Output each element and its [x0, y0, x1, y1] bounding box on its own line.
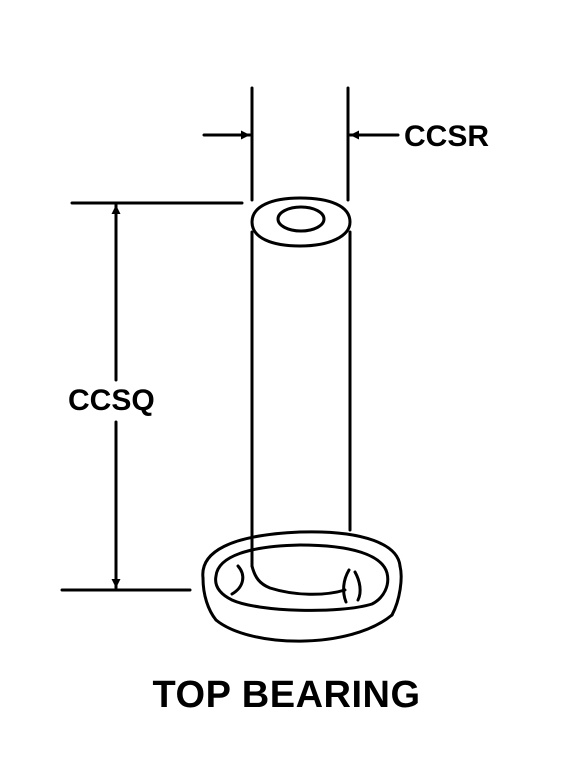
bearing-bore	[276, 205, 326, 233]
dimension-label-ccsr: CCSR	[404, 120, 490, 153]
diagram-title: TOP BEARING	[152, 674, 421, 716]
dimension-label-ccsq: CCSQ	[68, 384, 155, 417]
bearing-flange	[201, 530, 403, 643]
bearing-shaft	[250, 230, 352, 596]
bearing-top-face	[250, 196, 352, 248]
